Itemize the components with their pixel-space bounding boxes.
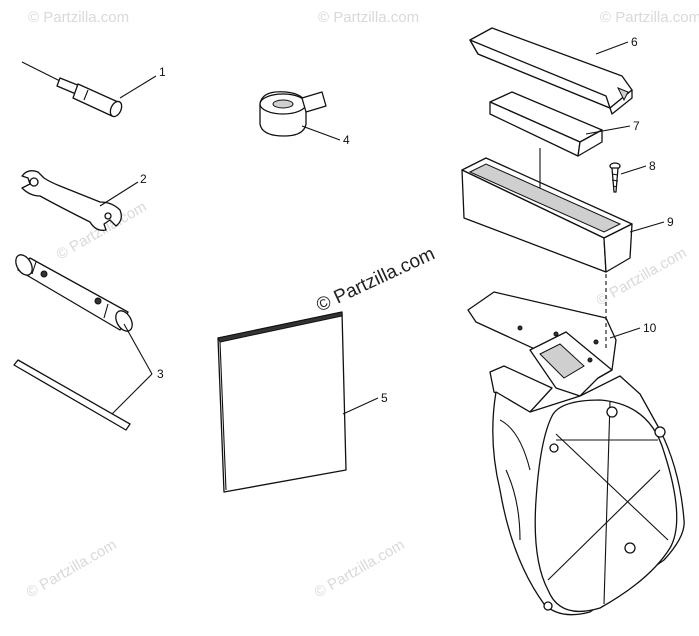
watermark-top-right: © Partzilla.com: [600, 9, 699, 26]
manual-booklet-part: [217, 311, 347, 493]
callout-4: 4: [343, 133, 350, 147]
foam-pad-part: [489, 91, 603, 157]
tommy-bar-part: [13, 359, 131, 431]
leader-line-3b: [111, 373, 153, 415]
callout-9: 9: [667, 215, 674, 229]
watermark-top-left: © Partzilla.com: [28, 9, 129, 26]
leader-line-8: [620, 165, 647, 175]
leader-line-2: [99, 181, 139, 207]
tape-roll-part: [259, 91, 327, 137]
leader-line-5: [342, 397, 379, 415]
callout-2: 2: [140, 172, 147, 186]
toolbox-lid-part: [469, 27, 633, 115]
callout-10: 10: [643, 321, 657, 335]
leader-line-10: [609, 327, 641, 339]
leader-line-1: [119, 75, 157, 99]
callout-7: 7: [633, 119, 640, 133]
leader-line-9: [629, 221, 665, 233]
leader-line-6: [595, 41, 629, 55]
callout-5: 5: [381, 391, 388, 405]
leader-line-7: [585, 125, 631, 135]
bracket-housing-part: [467, 291, 685, 616]
callout-8: 8: [649, 159, 656, 173]
callout-3: 3: [157, 367, 164, 381]
callout-1: 1: [159, 65, 166, 79]
wrench-part: [21, 170, 122, 231]
toolbox-part: [461, 157, 633, 273]
watermark-bottom-middle: © Partzilla.com: [312, 536, 408, 601]
leader-line-3a: [123, 323, 153, 375]
screw-part: [609, 162, 621, 193]
spark-plug-wrench-part: [15, 254, 133, 332]
callout-6: 6: [631, 35, 638, 49]
watermark-center: © Partzilla.com: [313, 243, 438, 316]
watermark-top-middle: © Partzilla.com: [318, 9, 419, 26]
screwdriver-part: [21, 61, 123, 118]
watermark-bottom-left: © Partzilla.com: [24, 536, 120, 601]
leader-line-4: [301, 125, 341, 141]
